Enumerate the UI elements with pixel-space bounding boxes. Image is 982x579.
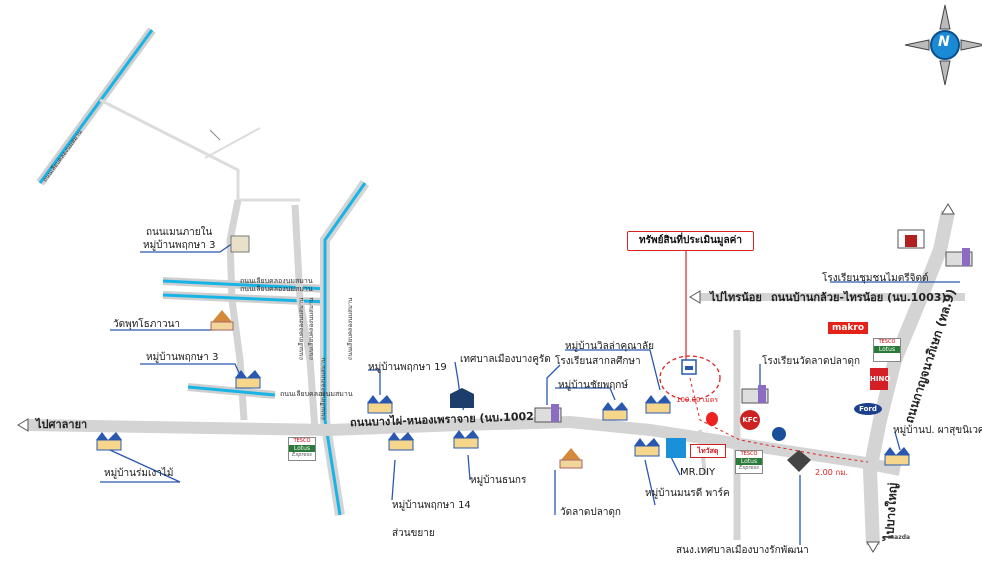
fuel-station-icon [706, 412, 718, 426]
label-road-v2: ถนนเลียบคลองนมสมาน [308, 297, 315, 360]
mr-diy-logo [666, 438, 686, 458]
house-icon [884, 447, 910, 466]
label-road-v4: ถนนเลียบคลองนมสมาน [347, 297, 354, 360]
label-mooban-phruksa3: หมู่บ้านพฤกษา 3 [146, 352, 219, 363]
bank-icon [772, 427, 786, 441]
house-icon [634, 438, 660, 457]
map-marker-icon [230, 235, 250, 253]
house-icon [367, 395, 393, 414]
label-thanon-menphai: ถนนเมนภายใน [146, 227, 213, 238]
government-office-icon [450, 388, 474, 408]
house-icon [388, 432, 414, 451]
label-road-v1: ถนนเลียบคลองนมสมาน [298, 297, 305, 360]
label-mooban-romngao: หมู่บ้านร่มเงาไม้ [104, 468, 174, 479]
label-tesaban-bangkrut: เทศบาลเมืองบางคูรัด [460, 354, 551, 365]
label-canal-3: ถนนเลียบคลองนมสมาน [280, 390, 353, 398]
house-icon [96, 432, 122, 451]
label-mr-diy: MR.DIY [680, 467, 716, 478]
label-mooban-monrudee: หมู่บ้านมนรดี พาร์ค [645, 488, 730, 499]
compass [904, 4, 982, 86]
label-suan-kayai: ส่วนขยาย [392, 528, 435, 539]
label-mooban-chaiyaphruk: หมู่บ้านชัยพฤกษ์ [558, 380, 628, 391]
makro-logo: makro [828, 322, 868, 334]
label-wat-phutthobhawana: วัดพุทโธภาวนา [113, 319, 181, 330]
house-icon [453, 430, 479, 449]
school-icon [741, 385, 769, 404]
label-mooban-phruksa14: หมู่บ้านพฤกษา 14 [392, 500, 471, 511]
label-school-chumchon: โรงเรียนชุมชนไมตรีจิตต์ [822, 273, 929, 284]
label-mooban-thanakorn: หมู่บ้านธนกร [470, 475, 527, 486]
target-label: ทรัพย์สินที่ประเมินมูลค่า [627, 231, 754, 251]
label-mooban-pha-suk: หมู่บ้านป. ผาสุขนิเวศน์ [893, 425, 982, 436]
school-icon [945, 248, 973, 267]
label-canal-2: ถนนเลียบคลองนมสมาน [240, 285, 313, 293]
label-bankluai-road: ถนนบ้านกล้วย-ไทรน้อย (นบ.1003) [771, 291, 947, 304]
school-icon [534, 404, 562, 423]
compass-letter: N [938, 34, 950, 50]
ford-logo: Ford [854, 403, 882, 415]
label-mooban-villa: หมู่บ้านวิลล่าคุณาลัย [565, 341, 655, 352]
house-icon [645, 395, 671, 414]
thaiwatsadu-store-icon [897, 229, 925, 249]
thai-watsadu-logo: ไทวัสดุ [690, 444, 726, 458]
label-dist-target: 100.00 เมตร [676, 396, 719, 404]
label-mooban-phruksa19: หมู่บ้านพฤกษา 19 [368, 362, 447, 373]
house-icon [602, 402, 628, 421]
label-to-salaya: ไปศาลายา [36, 418, 88, 431]
temple-icon [210, 310, 234, 331]
label-dist-2km: 2.00 กม. [815, 468, 849, 477]
label-wat-lat-pla-duk: วัดลาดปลาดุก [560, 507, 621, 518]
label-school-sakon: โรงเรียนสากลศึกษา [555, 356, 641, 367]
label-mooban-phruksa3-top: หมู่บ้านพฤกษา 3 [143, 240, 216, 251]
hino-logo: HINO [870, 368, 890, 390]
temple-icon [559, 448, 583, 469]
garuda-emblem-icon [787, 450, 811, 472]
label-school-wat-pla-duk: โรงเรียนวัดลาดปลาดุก [762, 356, 861, 367]
house-icon [235, 370, 261, 389]
label-canal-1: ถนนเลียบคลองนมสมาน [240, 277, 313, 285]
kfc-logo: KFC [740, 410, 760, 430]
label-to-sai-noi: ไปไทรน้อย [710, 291, 762, 304]
label-road-v3: ถนนเลียบคลองนมสมาน [320, 357, 327, 420]
label-sanong-tesaban: สนง.เทศบาลเมืองบางรักพัฒนา [676, 545, 809, 556]
mazda-logo: mazda [887, 534, 911, 541]
